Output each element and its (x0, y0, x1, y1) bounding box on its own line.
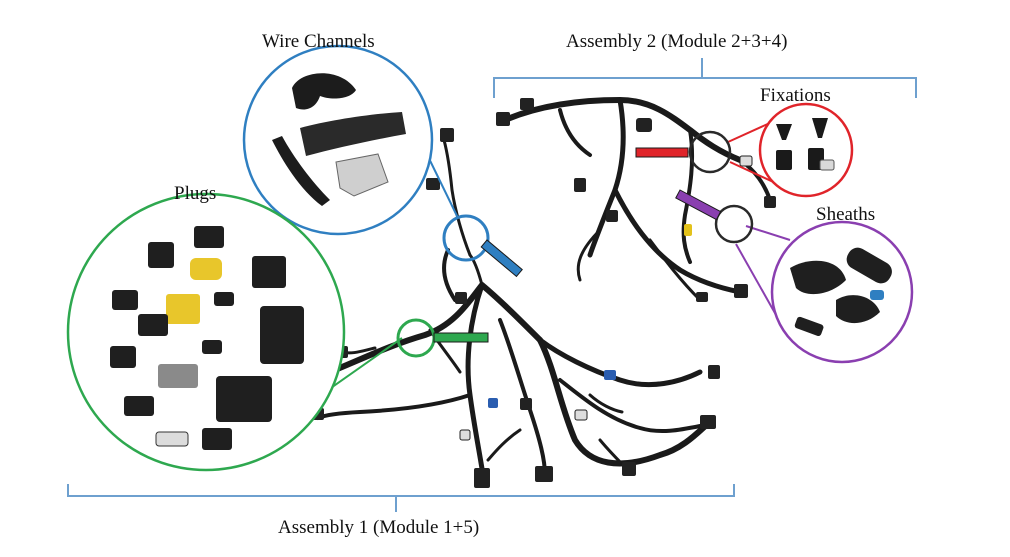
fixation-clips-image (776, 118, 835, 171)
plugs-callout (66, 192, 489, 472)
wire-channel-parts-image (272, 73, 406, 206)
wire-channels-label: Wire Channels (262, 31, 375, 52)
sheaths-circle (770, 220, 914, 364)
fixations-callout (635, 102, 854, 198)
wire-channels-spot (442, 214, 490, 262)
harness-connectors-1 (310, 128, 720, 488)
sheaths-callout (675, 189, 914, 364)
fixations-spot (688, 130, 732, 174)
fixations-circle (758, 102, 854, 198)
assembly-2-label: Assembly 2 (Module 2+3+4) (566, 31, 788, 52)
harness-connectors-2 (496, 98, 776, 302)
wire-channels-callout (242, 44, 523, 278)
plug-parts-image (110, 226, 304, 450)
sheaths-spot (714, 204, 754, 244)
wire-harness-assembly-2 (502, 97, 772, 302)
fixations-label: Fixations (760, 85, 831, 106)
sheaths-label: Sheaths (816, 204, 876, 225)
sheath-parts-image (790, 247, 892, 337)
assembly-2-bracket (493, 58, 917, 98)
assembly-1-label: Assembly 1 (Module 1+5) (278, 517, 480, 538)
plugs-label: Plugs (174, 183, 217, 204)
assembly-1-bracket (67, 484, 735, 512)
